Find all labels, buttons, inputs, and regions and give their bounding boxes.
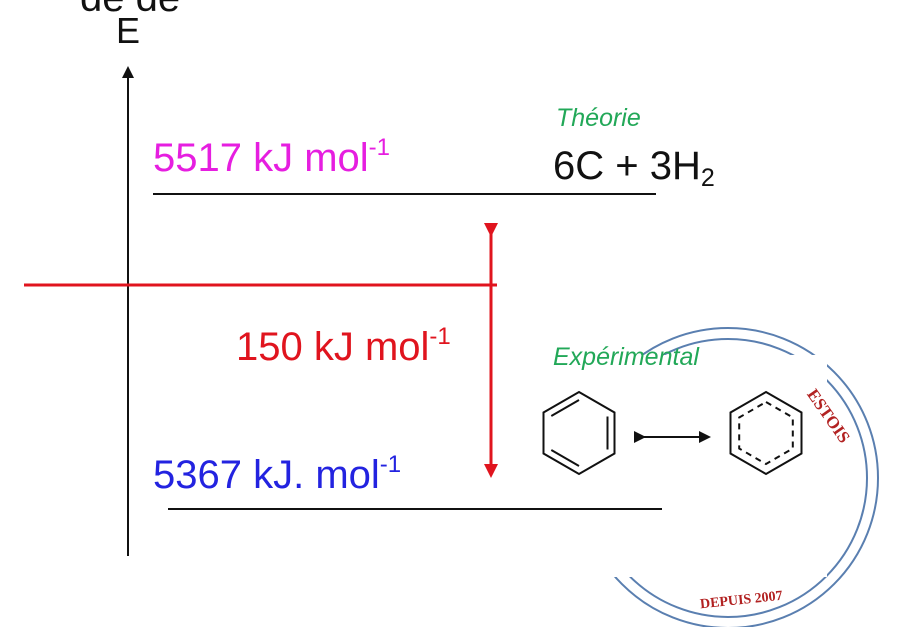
lower-energy-exponent: -1 [379,451,402,478]
stamp-cover [470,355,827,577]
upper-energy-exponent: -1 [368,134,391,161]
difference-energy-exponent: -1 [429,323,451,350]
upper-formula: 6C + 3H2 [553,144,715,191]
difference-energy-value: 150 kJ mol-1 [236,325,451,369]
upper-energy-value: 5517 kJ mol-1 [153,136,390,180]
benzene-kekule-structure [542,390,616,476]
axis-label: E [116,10,141,51]
benzene-delocalized-structure [729,390,803,476]
lower-energy-text: 5367 kJ. mol [153,453,380,497]
experimental-label: Expérimental [553,343,699,371]
formula-text: 6C + 3H [553,144,701,188]
top-text-fragment: de de [80,0,180,18]
lower-energy-value: 5367 kJ. mol-1 [153,453,401,497]
difference-energy-text: 150 kJ mol [236,325,430,369]
upper-energy-text: 5517 kJ mol [153,136,369,180]
formula-subscript: 2 [700,164,715,192]
theory-label: Théorie [556,104,641,132]
